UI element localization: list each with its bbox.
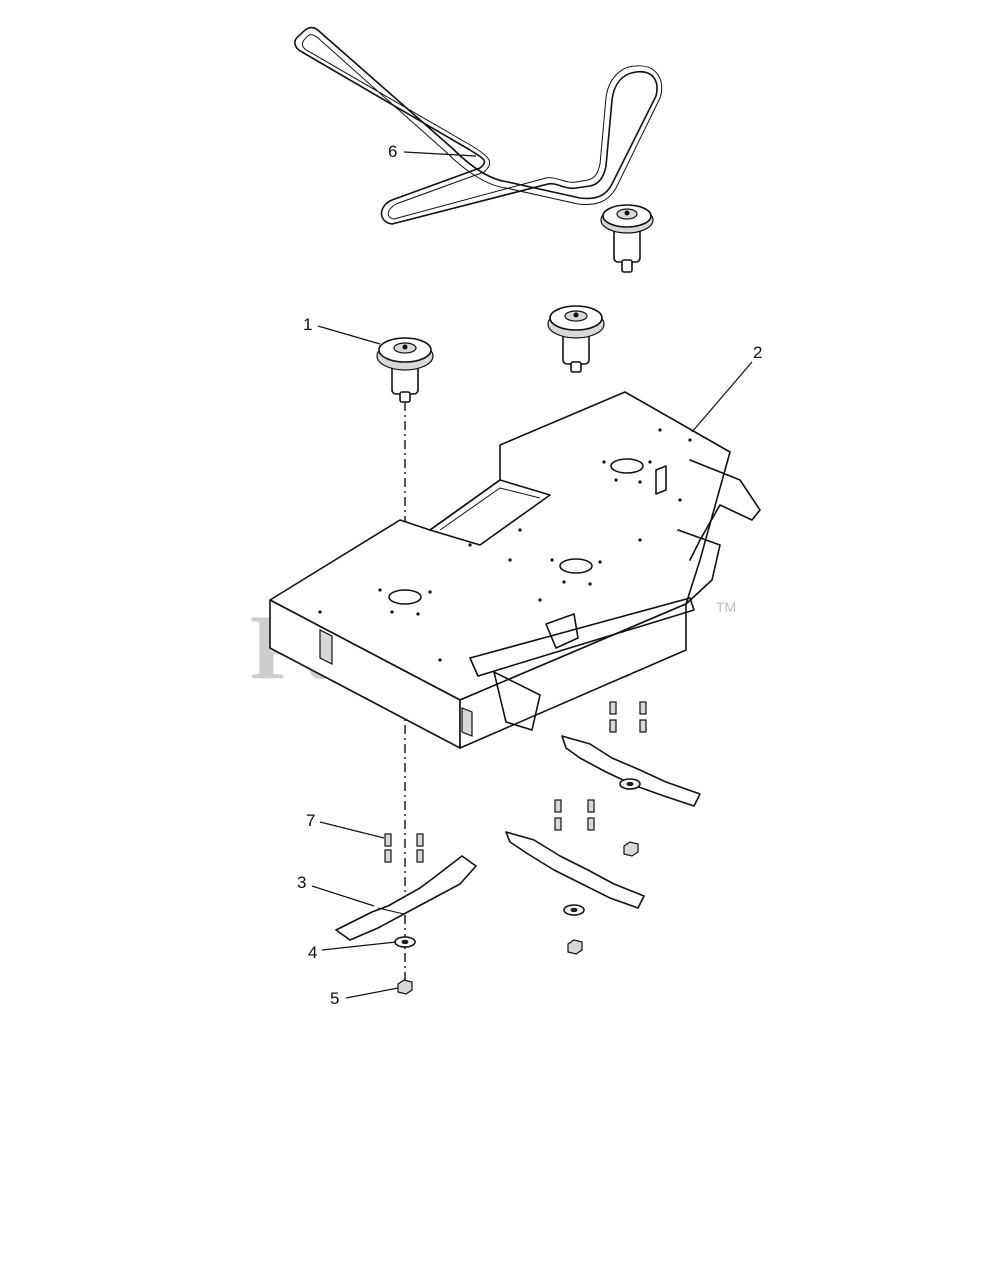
blade-right-upper[interactable]: [561, 735, 701, 807]
drive-belt[interactable]: [294, 26, 663, 225]
bolts-left[interactable]: [384, 833, 424, 863]
mower-deck[interactable]: [269, 391, 761, 749]
bolts-right[interactable]: [554, 701, 647, 831]
blade-left[interactable]: [335, 855, 477, 941]
deck-rivets: [318, 428, 692, 662]
spindle-middle[interactable]: [547, 305, 605, 373]
callout-2: 2: [753, 343, 762, 362]
nuts[interactable]: [397, 841, 639, 995]
blade-right-lower[interactable]: [505, 831, 645, 909]
callout-4: 4: [308, 943, 317, 962]
spindle-right[interactable]: [600, 204, 654, 273]
leader-lines: [311, 151, 753, 999]
callout-7: 7: [306, 811, 315, 830]
washers[interactable]: [394, 778, 641, 948]
callouts: 1 2 3 4 5 6 7: [297, 142, 762, 1008]
spindle-assembly[interactable]: [376, 337, 434, 403]
callout-6: 6: [388, 142, 397, 161]
watermark-trademark: TM: [716, 599, 736, 615]
callout-1: 1: [303, 315, 312, 334]
callout-5: 5: [330, 989, 339, 1008]
callout-3: 3: [297, 873, 306, 892]
